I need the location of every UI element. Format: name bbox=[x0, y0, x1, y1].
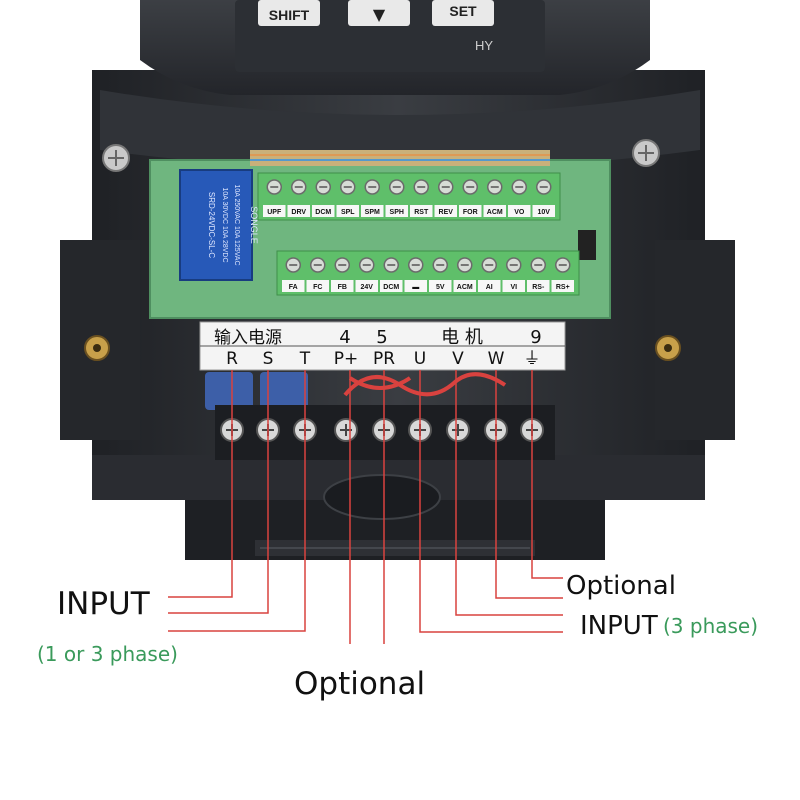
capacitors bbox=[205, 372, 507, 410]
ctrl-upper-label-spl: SPL bbox=[341, 209, 355, 216]
power-terminal-strip bbox=[215, 405, 555, 460]
callout-lines bbox=[168, 370, 563, 644]
power-terminal-label-6: V bbox=[452, 349, 464, 369]
brand-label: HY bbox=[475, 38, 493, 53]
ctrl-lower-label-fa: FA bbox=[289, 284, 298, 291]
callout-W bbox=[495, 370, 563, 599]
relay-model: SRD-24VDC-SL-C bbox=[207, 192, 216, 258]
shift-label: SHIFT bbox=[269, 7, 310, 23]
power-terminal-label-5: U bbox=[414, 349, 426, 369]
down-arrow-icon: ▼ bbox=[373, 5, 386, 24]
input-phase-note-left: (1 or 3 phase) bbox=[37, 642, 178, 666]
control-terminal-block-upper: UPF DRV DCM SPL SPM SPH RST REV FOR ACM VO 10V bbox=[257, 172, 561, 221]
ctrl-upper-label-vo: VO bbox=[514, 209, 525, 216]
power-terminal-label-7: W bbox=[488, 349, 505, 369]
ctrl-lower-label-vi: VI bbox=[510, 284, 517, 291]
header-9: 9 bbox=[530, 327, 541, 348]
ctrl-upper-label-sph: SPH bbox=[390, 209, 404, 216]
ctrl-lower-label-dcm: DCM bbox=[383, 284, 399, 291]
ctrl-lower-label-fb: FB bbox=[338, 284, 347, 291]
power-input-header: 输入电源 bbox=[214, 328, 282, 348]
header-4: 4 bbox=[339, 327, 350, 348]
ctrl-lower-label-rs: RS- bbox=[532, 284, 545, 291]
ctrl-lower-label-5v: 5V bbox=[436, 284, 445, 291]
control-terminal-block-lower: FA FC FB 24V DCM ▬ 5V ACM AI VI RS- RS+ bbox=[276, 250, 580, 296]
relay-rating-1: 10A 250VAC 10A 125VAC bbox=[233, 184, 240, 265]
relay-brand: SONGLE bbox=[249, 206, 259, 244]
power-terminal-label-0: R bbox=[226, 349, 238, 369]
ctrl-lower-label-fc: FC bbox=[313, 284, 322, 291]
ctrl-upper-label-10v: 10V bbox=[538, 209, 551, 216]
ctrl-lower-label-ai: AI bbox=[486, 284, 493, 291]
relay bbox=[179, 169, 253, 281]
ctrl-upper-label-rev: REV bbox=[439, 209, 454, 216]
ctrl-upper-label-upf: UPF bbox=[267, 209, 282, 216]
relay-rating-2: 10A 30VDC 10A 28VDC bbox=[221, 187, 228, 262]
down-button[interactable] bbox=[348, 0, 410, 26]
input-label-left: INPUT bbox=[57, 586, 150, 622]
optional-label-bottom: Optional bbox=[294, 666, 426, 702]
ctrl-upper-label-dcm: DCM bbox=[315, 209, 331, 216]
power-terminal-label-3: P+ bbox=[334, 349, 359, 369]
keypad-panel: SHIFT ▼ SET HY bbox=[100, 0, 700, 170]
motor-header: 电 机 bbox=[441, 327, 483, 348]
ctrl-lower-label-24v: 24V bbox=[361, 284, 374, 291]
ctrl-lower-label-: ▬ bbox=[412, 284, 419, 291]
input-phase-note-right: (3 phase) bbox=[663, 614, 759, 638]
ctrl-upper-label-rst: RST bbox=[414, 209, 429, 216]
callout-T bbox=[168, 370, 306, 632]
shift-button[interactable] bbox=[258, 0, 320, 26]
ctrl-upper-label-spm: SPM bbox=[365, 209, 380, 216]
ctrl-upper-label-drv: DRV bbox=[291, 209, 306, 216]
callout-R bbox=[168, 370, 233, 598]
callout-S bbox=[168, 370, 269, 614]
set-label: SET bbox=[449, 3, 477, 19]
ctrl-lower-label-acm: ACM bbox=[457, 284, 473, 291]
input-label-right: INPUT bbox=[580, 611, 658, 641]
optional-label-right: Optional bbox=[566, 571, 676, 601]
callout-U bbox=[419, 370, 563, 633]
power-terminal-label-8: ⏚ bbox=[524, 349, 541, 369]
power-terminal-label-4: PR bbox=[373, 349, 395, 369]
set-button[interactable] bbox=[432, 0, 494, 26]
power-terminal-label-2: T bbox=[299, 349, 311, 369]
ctrl-upper-label-for: FOR bbox=[463, 209, 478, 216]
power-terminal-label-1: S bbox=[263, 349, 274, 369]
power-label-plate: 输入电源 4 5 电 机 9 R S T P+ PR U V W ⏚ bbox=[199, 321, 566, 371]
callout-PE bbox=[531, 370, 563, 579]
ctrl-upper-label-acm: ACM bbox=[487, 209, 503, 216]
header-5: 5 bbox=[376, 327, 387, 348]
ctrl-lower-label-rs: RS+ bbox=[556, 284, 570, 291]
callout-V bbox=[455, 370, 563, 616]
